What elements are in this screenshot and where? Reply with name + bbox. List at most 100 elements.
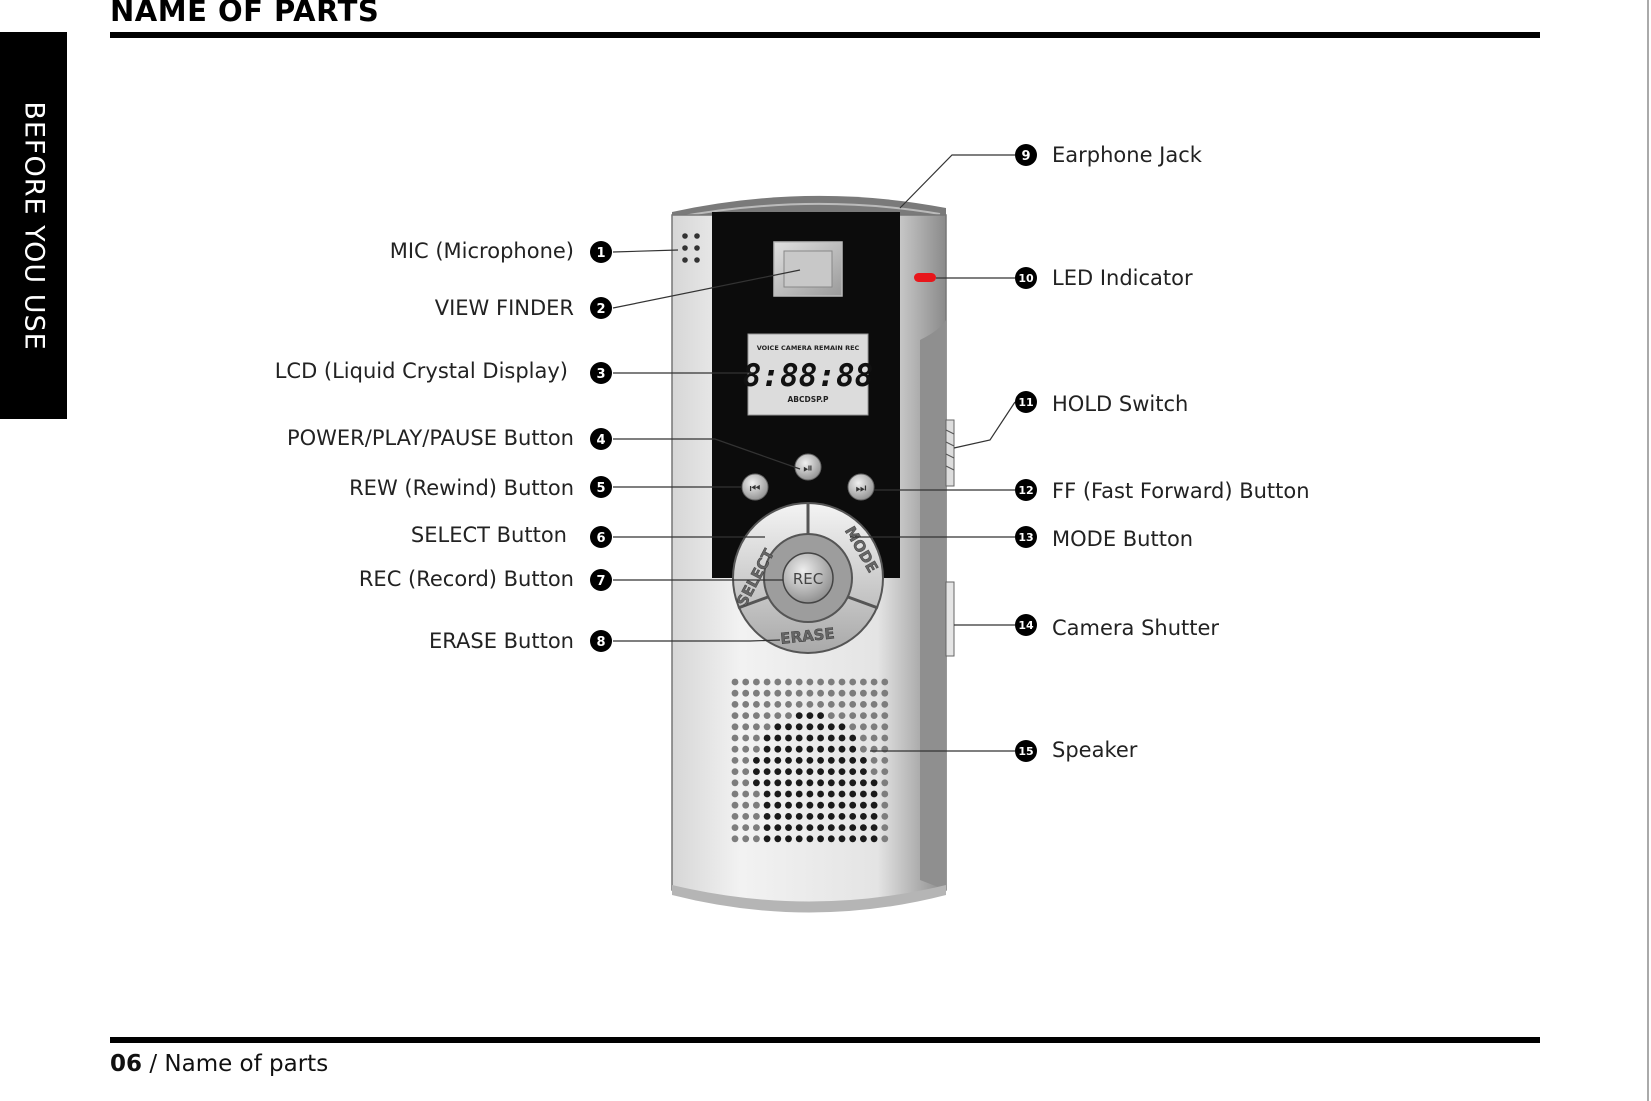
speaker-hole (742, 790, 750, 798)
lcd-digits: 8:88:88 (743, 358, 874, 394)
speaker-hole (742, 678, 750, 686)
speaker-hole (860, 813, 867, 820)
part-9-number: 9 (1015, 144, 1037, 166)
part-labels: MIC (Microphone) VIEW FINDER LCD (Liquid… (275, 143, 1310, 762)
speaker-hole (860, 745, 867, 753)
part-8-number: 8 (590, 630, 612, 652)
label-ff: FF (Fast Forward) Button (1052, 479, 1310, 503)
svg-text:6: 6 (596, 531, 605, 546)
speaker-hole (881, 678, 889, 686)
speaker-hole (763, 689, 771, 697)
part-2-number: 2 (590, 297, 612, 319)
rewind-button[interactable]: ⏮ (741, 473, 769, 501)
speaker-hole (774, 835, 782, 843)
speaker-hole (870, 734, 878, 742)
speaker-hole (742, 768, 750, 775)
speaker-hole (774, 801, 782, 809)
speaker-hole (763, 745, 771, 753)
label-select: SELECT Button (411, 523, 567, 547)
camera-shutter[interactable] (945, 581, 955, 657)
speaker-hole (785, 678, 792, 686)
speaker-hole (838, 745, 846, 753)
speaker-hole (763, 712, 771, 719)
fast-forward-icon: ⏭ (856, 481, 867, 495)
erase-button[interactable]: ERASE (779, 624, 835, 648)
speaker-hole (774, 734, 782, 742)
speaker-hole (774, 745, 782, 753)
speaker-hole (763, 757, 771, 764)
speaker-hole (860, 701, 867, 708)
speaker-hole (753, 712, 760, 719)
svg-text:12: 12 (1018, 484, 1033, 497)
speaker-hole (870, 768, 878, 775)
speaker-hole (753, 701, 760, 708)
speaker-hole (827, 745, 835, 753)
speaker-hole (774, 757, 782, 764)
speaker-hole (860, 734, 867, 742)
speaker-hole (795, 701, 803, 708)
label-camera-shutter: Camera Shutter (1052, 616, 1219, 640)
speaker-hole (731, 701, 739, 708)
speaker-hole (742, 712, 750, 719)
power-play-pause-button[interactable]: ⏯ (794, 453, 822, 481)
play-pause-icon: ⏯ (803, 461, 813, 475)
speaker-hole (731, 768, 739, 775)
speaker-hole (753, 678, 760, 686)
speaker-hole (827, 734, 835, 742)
erase-button-label: ERASE (779, 624, 835, 648)
speaker-hole (753, 689, 760, 697)
label-rew: REW (Rewind) Button (349, 476, 574, 500)
part-5-number: 5 (590, 476, 612, 498)
speaker-hole (817, 712, 824, 719)
speaker-hole (870, 723, 878, 731)
part-7-number: 7 (590, 569, 612, 591)
speaker-hole (806, 734, 814, 742)
svg-text:14: 14 (1018, 619, 1034, 632)
label-led-indicator: LED Indicator (1052, 266, 1193, 290)
speaker-hole (827, 768, 835, 775)
speaker-hole (774, 790, 782, 798)
speaker-hole (860, 824, 867, 831)
part-6-number: 6 (590, 526, 612, 548)
speaker-hole (881, 701, 889, 708)
speaker-hole (817, 745, 824, 753)
speaker-hole (881, 768, 889, 775)
speaker-hole (731, 689, 739, 697)
speaker-hole (849, 734, 857, 742)
speaker-hole (849, 689, 857, 697)
label-mode: MODE Button (1052, 527, 1193, 551)
speaker-hole (731, 678, 739, 686)
speaker-hole (806, 835, 814, 843)
speaker-hole (849, 757, 857, 764)
speaker-hole (870, 701, 878, 708)
speaker-hole (795, 712, 803, 719)
speaker-hole (785, 745, 792, 753)
speaker-hole (860, 757, 867, 764)
rec-button[interactable]: REC (782, 552, 834, 604)
label-power-play-pause: POWER/PLAY/PAUSE Button (287, 426, 574, 450)
speaker-hole (860, 712, 867, 719)
speaker-hole (742, 734, 750, 742)
speaker-hole (881, 835, 889, 843)
speaker-hole (795, 768, 803, 775)
page-edge (1647, 0, 1649, 1101)
speaker-hole (881, 824, 889, 831)
label-hold-switch: HOLD Switch (1052, 392, 1188, 416)
speaker-hole (870, 801, 878, 809)
speaker-hole (849, 801, 857, 809)
header-rule (110, 32, 1540, 38)
speaker-hole (785, 801, 792, 809)
speaker-grille (731, 678, 889, 843)
speaker-hole (806, 790, 814, 798)
speaker-hole (838, 723, 846, 731)
speaker-hole (870, 790, 878, 798)
speaker-hole (827, 801, 835, 809)
speaker-hole (806, 779, 814, 787)
fast-forward-button[interactable]: ⏭ (847, 473, 875, 501)
hold-switch[interactable] (945, 419, 955, 487)
label-rec: REC (Record) Button (359, 567, 574, 591)
speaker-hole (753, 801, 760, 809)
speaker-hole (881, 779, 889, 787)
speaker-hole (785, 768, 792, 775)
speaker-hole (870, 757, 878, 764)
